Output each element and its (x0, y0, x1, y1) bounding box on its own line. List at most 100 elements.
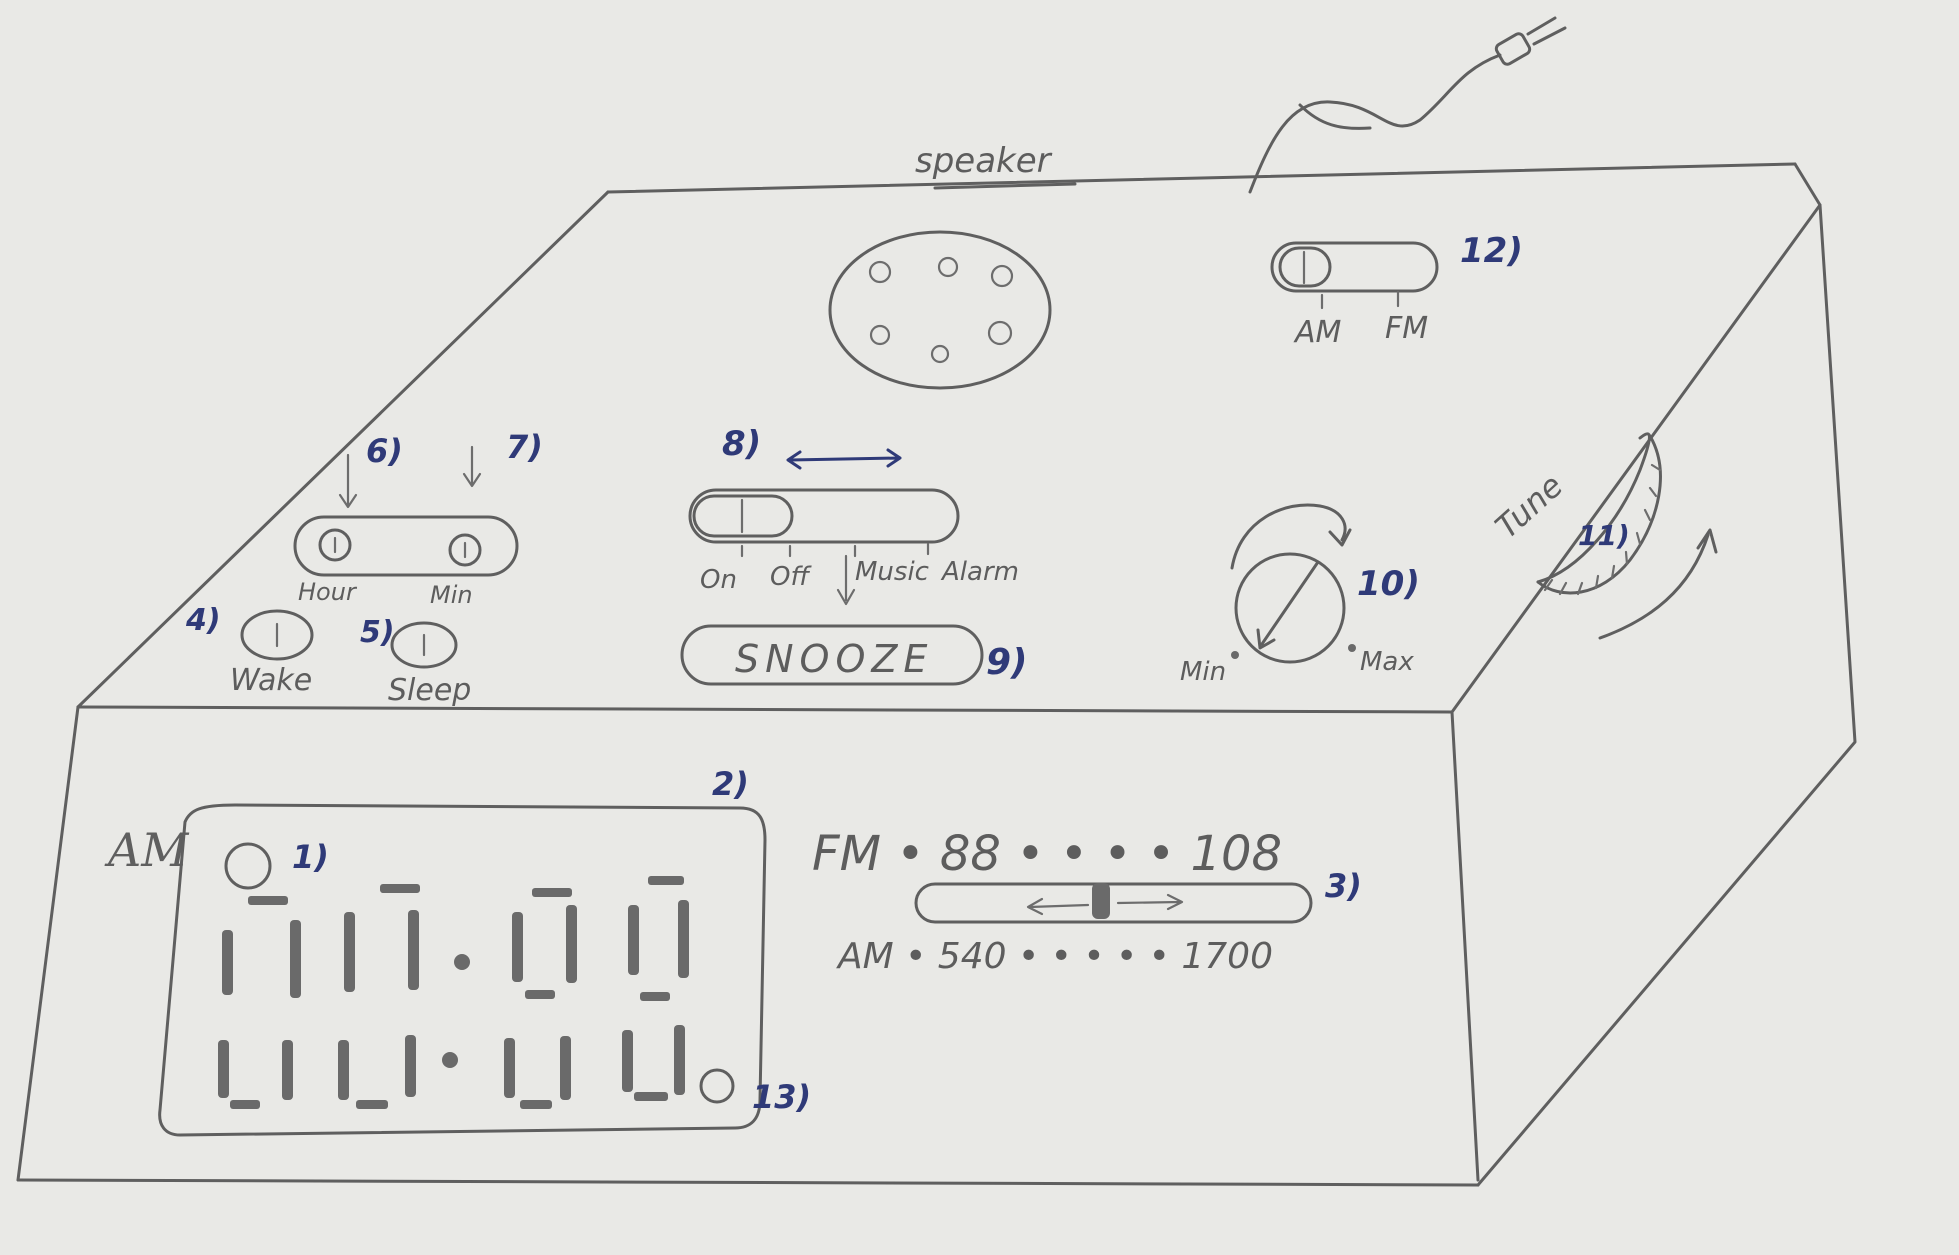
digit-1 (218, 896, 301, 1109)
cord-bend (1298, 103, 1372, 130)
volume-max-label: Max (1360, 647, 1414, 677)
double-arrow-icon (786, 448, 902, 470)
band-switch[interactable]: AM FM 12) (1270, 231, 1523, 350)
clock-display: AM 1) 2) 13) (104, 765, 811, 1137)
tune-rotate-arrow (1598, 533, 1710, 640)
digit-4 (622, 876, 689, 1101)
time-set-panel (293, 515, 519, 577)
min-label: Min (430, 581, 473, 609)
tuning-slider-track[interactable] (914, 882, 1313, 924)
snooze-button-shape[interactable] (680, 624, 984, 686)
mode-slider[interactable]: 8) On Off Music Alarm (688, 424, 1019, 606)
speaker-hole (990, 264, 1014, 288)
device-body (16, 162, 1857, 1187)
arrow-down-icon (462, 445, 482, 488)
band-switch-knob[interactable] (1278, 246, 1332, 288)
mode-off-label: Off (770, 562, 812, 592)
callout-3: 3) (1325, 867, 1362, 905)
wake-button[interactable] (240, 609, 314, 661)
am-indicator-label: AM (104, 823, 190, 877)
callout-4: 4) (185, 603, 221, 638)
callout-11: 11) (1578, 519, 1630, 552)
band-switch-ticks (1320, 290, 1400, 310)
am-scale-label: AM • 540 • • • • • 1700 (836, 936, 1273, 977)
arrow-left-icon (1026, 897, 1090, 916)
speaker-hole (937, 256, 959, 278)
volume-dial[interactable]: Min Max 10) (1180, 503, 1420, 687)
wake-sleep-buttons: 4) Wake 5) Sleep (185, 603, 471, 708)
digit-3 (504, 888, 577, 1109)
front-right-edge (1450, 710, 1480, 1182)
callout-1: 1) (292, 838, 329, 876)
hour-button[interactable] (318, 528, 352, 562)
mode-on-label: On (700, 565, 737, 595)
callout-10: 10) (1357, 564, 1420, 604)
sleep-button[interactable] (390, 621, 458, 669)
volume-min-label: Min (1180, 657, 1226, 687)
band-fm-label: FM (1385, 311, 1428, 346)
snooze-label: SNOOZE (735, 637, 933, 681)
speaker-label-underline (933, 182, 1077, 190)
time-set-buttons: 6) 7) Hour Min (293, 428, 543, 609)
dial-rotate-arrow (1230, 503, 1347, 570)
volume-knob[interactable] (1234, 552, 1346, 664)
speaker-hole (868, 260, 892, 284)
max-dot (1348, 644, 1356, 652)
top-back-edge (606, 162, 1797, 194)
power-cord (1248, 16, 1567, 194)
display-frame (158, 803, 767, 1137)
tune-wheel-ridges (1543, 463, 1662, 596)
min-button[interactable] (448, 533, 482, 567)
callout-5: 5) (360, 615, 395, 650)
callout-9: 9) (986, 642, 1028, 683)
speaker: speaker (828, 141, 1077, 390)
wake-label: Wake (230, 663, 312, 698)
arrow-right-icon (1116, 893, 1184, 911)
side-right-edge (1476, 203, 1857, 1187)
speaker-hole (930, 344, 950, 364)
tune-wheel-edge[interactable] (1536, 432, 1651, 584)
plug-icon (1494, 32, 1532, 66)
dial-arrow-head (1328, 528, 1352, 547)
arrow-down-icon (338, 453, 358, 509)
snooze-arrow-icon (836, 554, 856, 606)
front-top-edge (76, 705, 1454, 714)
speaker-label: speaker (915, 141, 1053, 181)
sleep-label: Sleep (388, 673, 471, 708)
frequency-scale: FM • 88 • • • • 108 3) AM • 540 • • • • … (812, 826, 1362, 977)
volume-knob-pointer (1256, 560, 1320, 650)
mode-music-label: Music (855, 557, 929, 587)
callout-13: 13) (752, 1078, 811, 1116)
callout-6: 6) (366, 432, 403, 470)
speaker-grille (828, 230, 1052, 390)
tuning-slider-pointer[interactable] (1092, 883, 1110, 919)
cord-line (1248, 53, 1502, 194)
band-switch-track[interactable] (1270, 241, 1439, 293)
fm-scale-label: FM • 88 • • • • 108 (812, 826, 1282, 882)
mode-alarm-label: Alarm (940, 557, 1019, 587)
min-dot (1231, 651, 1239, 659)
callout-7: 7) (506, 428, 543, 466)
mode-slider-ticks (740, 542, 930, 558)
front-bottom-edge (16, 1178, 1480, 1187)
speaker-hole (987, 320, 1013, 346)
colon-dot-top (454, 954, 470, 970)
digit-2 (338, 884, 420, 1109)
colon-dot-bottom (442, 1052, 458, 1068)
tune-wheel[interactable]: Tune 11) (1488, 432, 1718, 640)
callout-12: 12) (1460, 231, 1523, 271)
snooze-button[interactable]: SNOOZE 9) (680, 624, 1028, 686)
tune-arrow-head (1696, 528, 1718, 554)
mode-slider-knob[interactable] (692, 494, 794, 538)
hour-label: Hour (298, 578, 358, 606)
mode-slider-track[interactable] (688, 488, 960, 544)
led-indicator-13 (699, 1068, 735, 1104)
tune-label: Tune (1488, 466, 1570, 545)
callout-8: 8) (722, 424, 761, 464)
band-am-label: AM (1293, 315, 1342, 350)
speaker-hole (869, 324, 891, 346)
callout-2: 2) (712, 765, 749, 803)
top-left-edge (76, 190, 610, 709)
led-indicator-1 (224, 842, 272, 890)
